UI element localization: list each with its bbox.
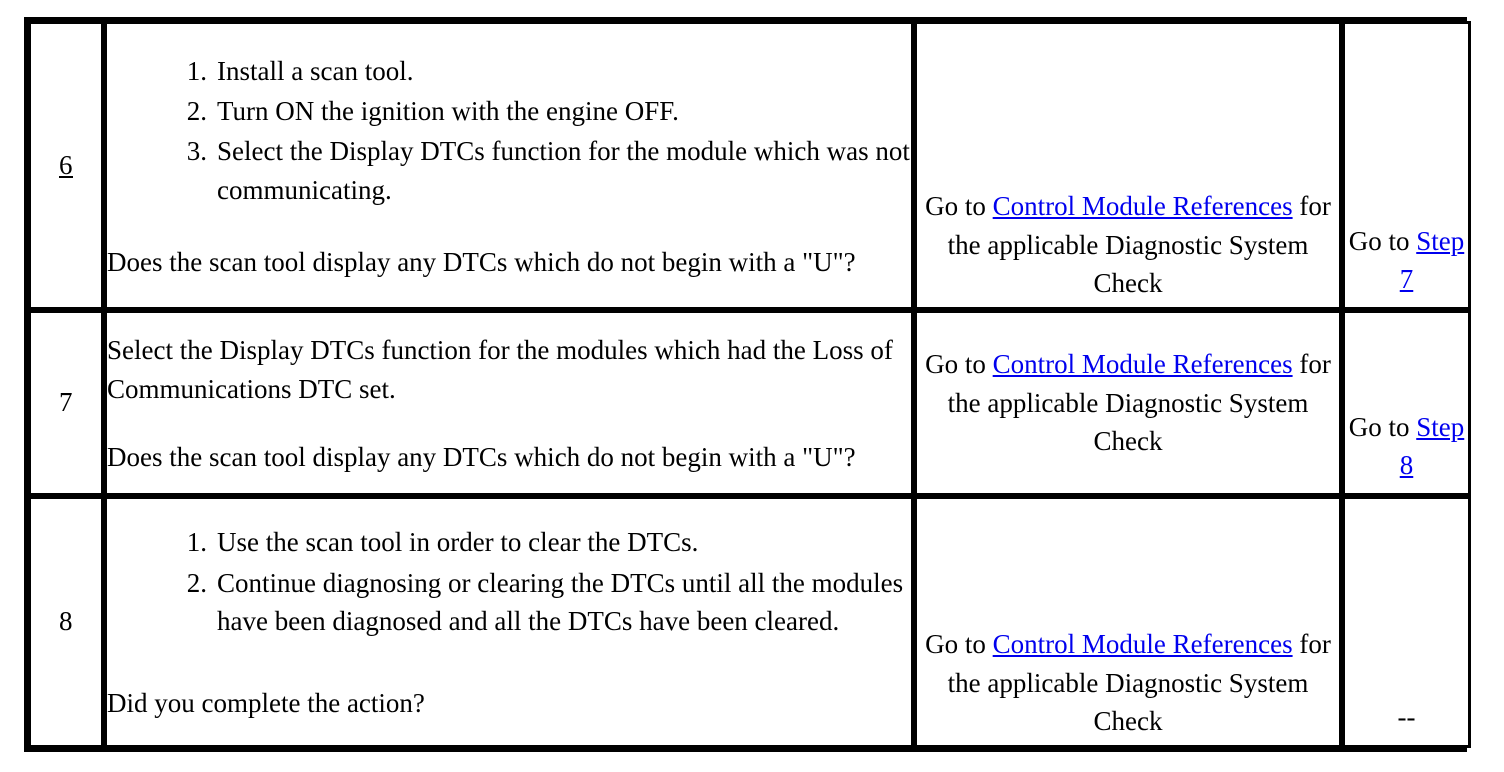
cross-reference-link[interactable]: Control Module References: [992, 191, 1293, 222]
action-cell: Select the Display DTCs function for the…: [104, 309, 914, 496]
procedure-table: 6 Install a scan tool. Turn ON the ignit…: [28, 21, 1471, 748]
action-content: Use the scan tool in order to clear the …: [107, 523, 911, 722]
step-number-cell: 8: [28, 495, 104, 748]
yes-trail-text: for the applicable Diagnostic System Che…: [947, 191, 1331, 299]
yes-lead-text: Go to: [925, 349, 993, 379]
action-step-list: Use the scan tool in order to clear the …: [107, 523, 911, 640]
yes-result-cell: Go to Control Module References for the …: [914, 309, 1342, 496]
yes-trail-text: for the applicable Diagnostic System Che…: [947, 629, 1331, 737]
no-result-cell: Go to Step 8: [1342, 309, 1471, 496]
yes-lead-text: Go to: [925, 191, 993, 222]
list-item: Use the scan tool in order to clear the …: [173, 523, 699, 562]
yes-trail-text: for the applicable Diagnostic System Che…: [947, 349, 1331, 457]
action-question: Does the scan tool display any DTCs whic…: [107, 246, 856, 277]
list-item: Continue diagnosing or clearing the DTCs…: [173, 564, 904, 636]
step-number: 7: [59, 387, 73, 418]
step-reference-link[interactable]: Step 7: [1399, 225, 1465, 295]
step-reference-link[interactable]: Step 8: [1399, 411, 1465, 481]
list-item: Install a scan tool.: [173, 52, 414, 91]
action-step-list: Install a scan tool. Turn ON the ignitio…: [107, 52, 911, 209]
step-number: 8: [59, 606, 73, 637]
action-content: Select the Display DTCs function for the…: [107, 331, 911, 476]
table-row: 6 Install a scan tool. Turn ON the ignit…: [28, 21, 1471, 310]
action-content: Install a scan tool. Turn ON the ignitio…: [107, 52, 911, 282]
list-item: Select the Display DTCs function for the…: [173, 132, 910, 205]
list-item: Turn ON the ignition with the engine OFF…: [173, 92, 679, 131]
action-question: Did you complete the action?: [107, 688, 425, 719]
action-cell: Use the scan tool in order to clear the …: [104, 495, 914, 748]
step-number: 6: [59, 149, 73, 180]
no-result-cell: Go to Step 7: [1342, 21, 1471, 310]
no-result-cell: --: [1342, 495, 1471, 748]
action-cell: Install a scan tool. Turn ON the ignitio…: [104, 21, 914, 310]
action-paragraph: Select the Display DTCs function for the…: [107, 335, 893, 404]
procedure-table-frame: 6 Install a scan tool. Turn ON the ignit…: [24, 17, 1471, 752]
no-lead-text: Go to: [1348, 225, 1417, 256]
no-lead-text: Go to: [1348, 411, 1417, 442]
yes-result-cell: Go to Control Module References for the …: [914, 495, 1342, 748]
step-number-cell: 6: [28, 21, 104, 310]
table-row: 8 Use the scan tool in order to clear th…: [28, 495, 1471, 748]
table-row: 7 Select the Display DTCs function for t…: [28, 309, 1471, 496]
step-number-cell: 7: [28, 309, 104, 496]
yes-lead-text: Go to: [925, 629, 993, 660]
cross-reference-link[interactable]: Control Module References: [992, 349, 1293, 379]
cross-reference-link[interactable]: Control Module References: [992, 629, 1293, 660]
action-question: Does the scan tool display any DTCs whic…: [107, 442, 856, 473]
no-result-text: --: [1397, 702, 1416, 733]
yes-result-cell: Go to Control Module References for the …: [914, 21, 1342, 310]
